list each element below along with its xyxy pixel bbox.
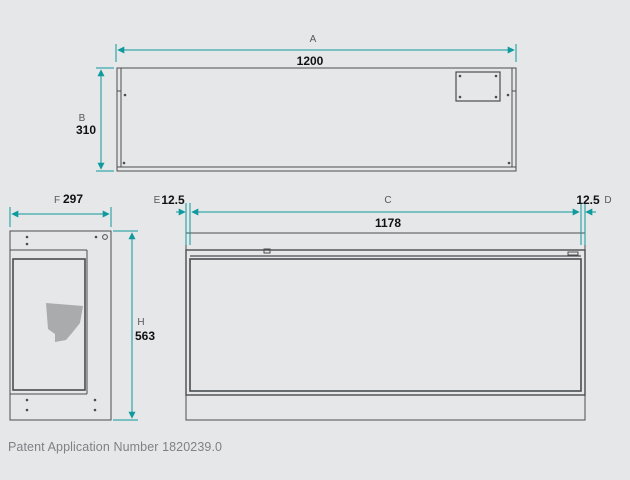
front-view-outer-outline: [185, 232, 586, 421]
front-view-top-tab: [263, 248, 271, 254]
dimension-e-letter: E: [154, 195, 161, 206]
side-view-top-hole: [102, 234, 108, 240]
front-view-frame: [185, 249, 586, 396]
dimension-f-letter: F: [54, 195, 60, 206]
dimension-c: C 1178: [191, 195, 582, 245]
front-view-glass: [189, 258, 582, 392]
dimension-b: B 310: [76, 67, 114, 172]
dimension-h: H 563: [113, 230, 155, 421]
dimension-e-value: 12.5: [161, 193, 185, 207]
top-view-left-bracket: [117, 90, 122, 101]
top-view: [116, 67, 517, 172]
top-view-inner-outline: [120, 67, 513, 168]
side-view-screws: [25, 235, 98, 412]
front-view-right-tab: [567, 251, 579, 256]
dimension-a-value: 1200: [297, 54, 324, 68]
side-view-glass-frame: [12, 258, 86, 391]
dimension-c-value: 1178: [375, 216, 401, 230]
side-view-outer-outline: [9, 230, 112, 421]
dimension-a: A 1200: [115, 34, 517, 68]
dimension-d: 12.5 D: [576, 193, 612, 245]
dimension-c-letter: C: [384, 195, 391, 206]
top-view-right-bracket: [511, 90, 516, 101]
front-view: [185, 232, 586, 421]
dimension-f: F 297: [9, 192, 112, 227]
patent-footer: Patent Application Number 1820239.0: [8, 440, 223, 454]
dimension-d-value: 12.5: [576, 193, 600, 207]
dimension-b-value: 310: [76, 123, 96, 137]
dimension-h-letter: H: [137, 317, 144, 328]
dimension-b-letter: B: [79, 113, 86, 124]
top-view-screws: [122, 74, 511, 165]
dimension-e: E 12.5: [154, 193, 191, 245]
side-view: [9, 230, 112, 421]
control-panel-plate: [455, 71, 501, 102]
dimension-f-value: 297: [63, 192, 83, 206]
dimension-h-value: 563: [135, 329, 155, 343]
side-view-grey-shape: [46, 303, 83, 342]
dimension-a-letter: A: [310, 34, 317, 45]
dimension-d-letter: D: [604, 195, 611, 206]
